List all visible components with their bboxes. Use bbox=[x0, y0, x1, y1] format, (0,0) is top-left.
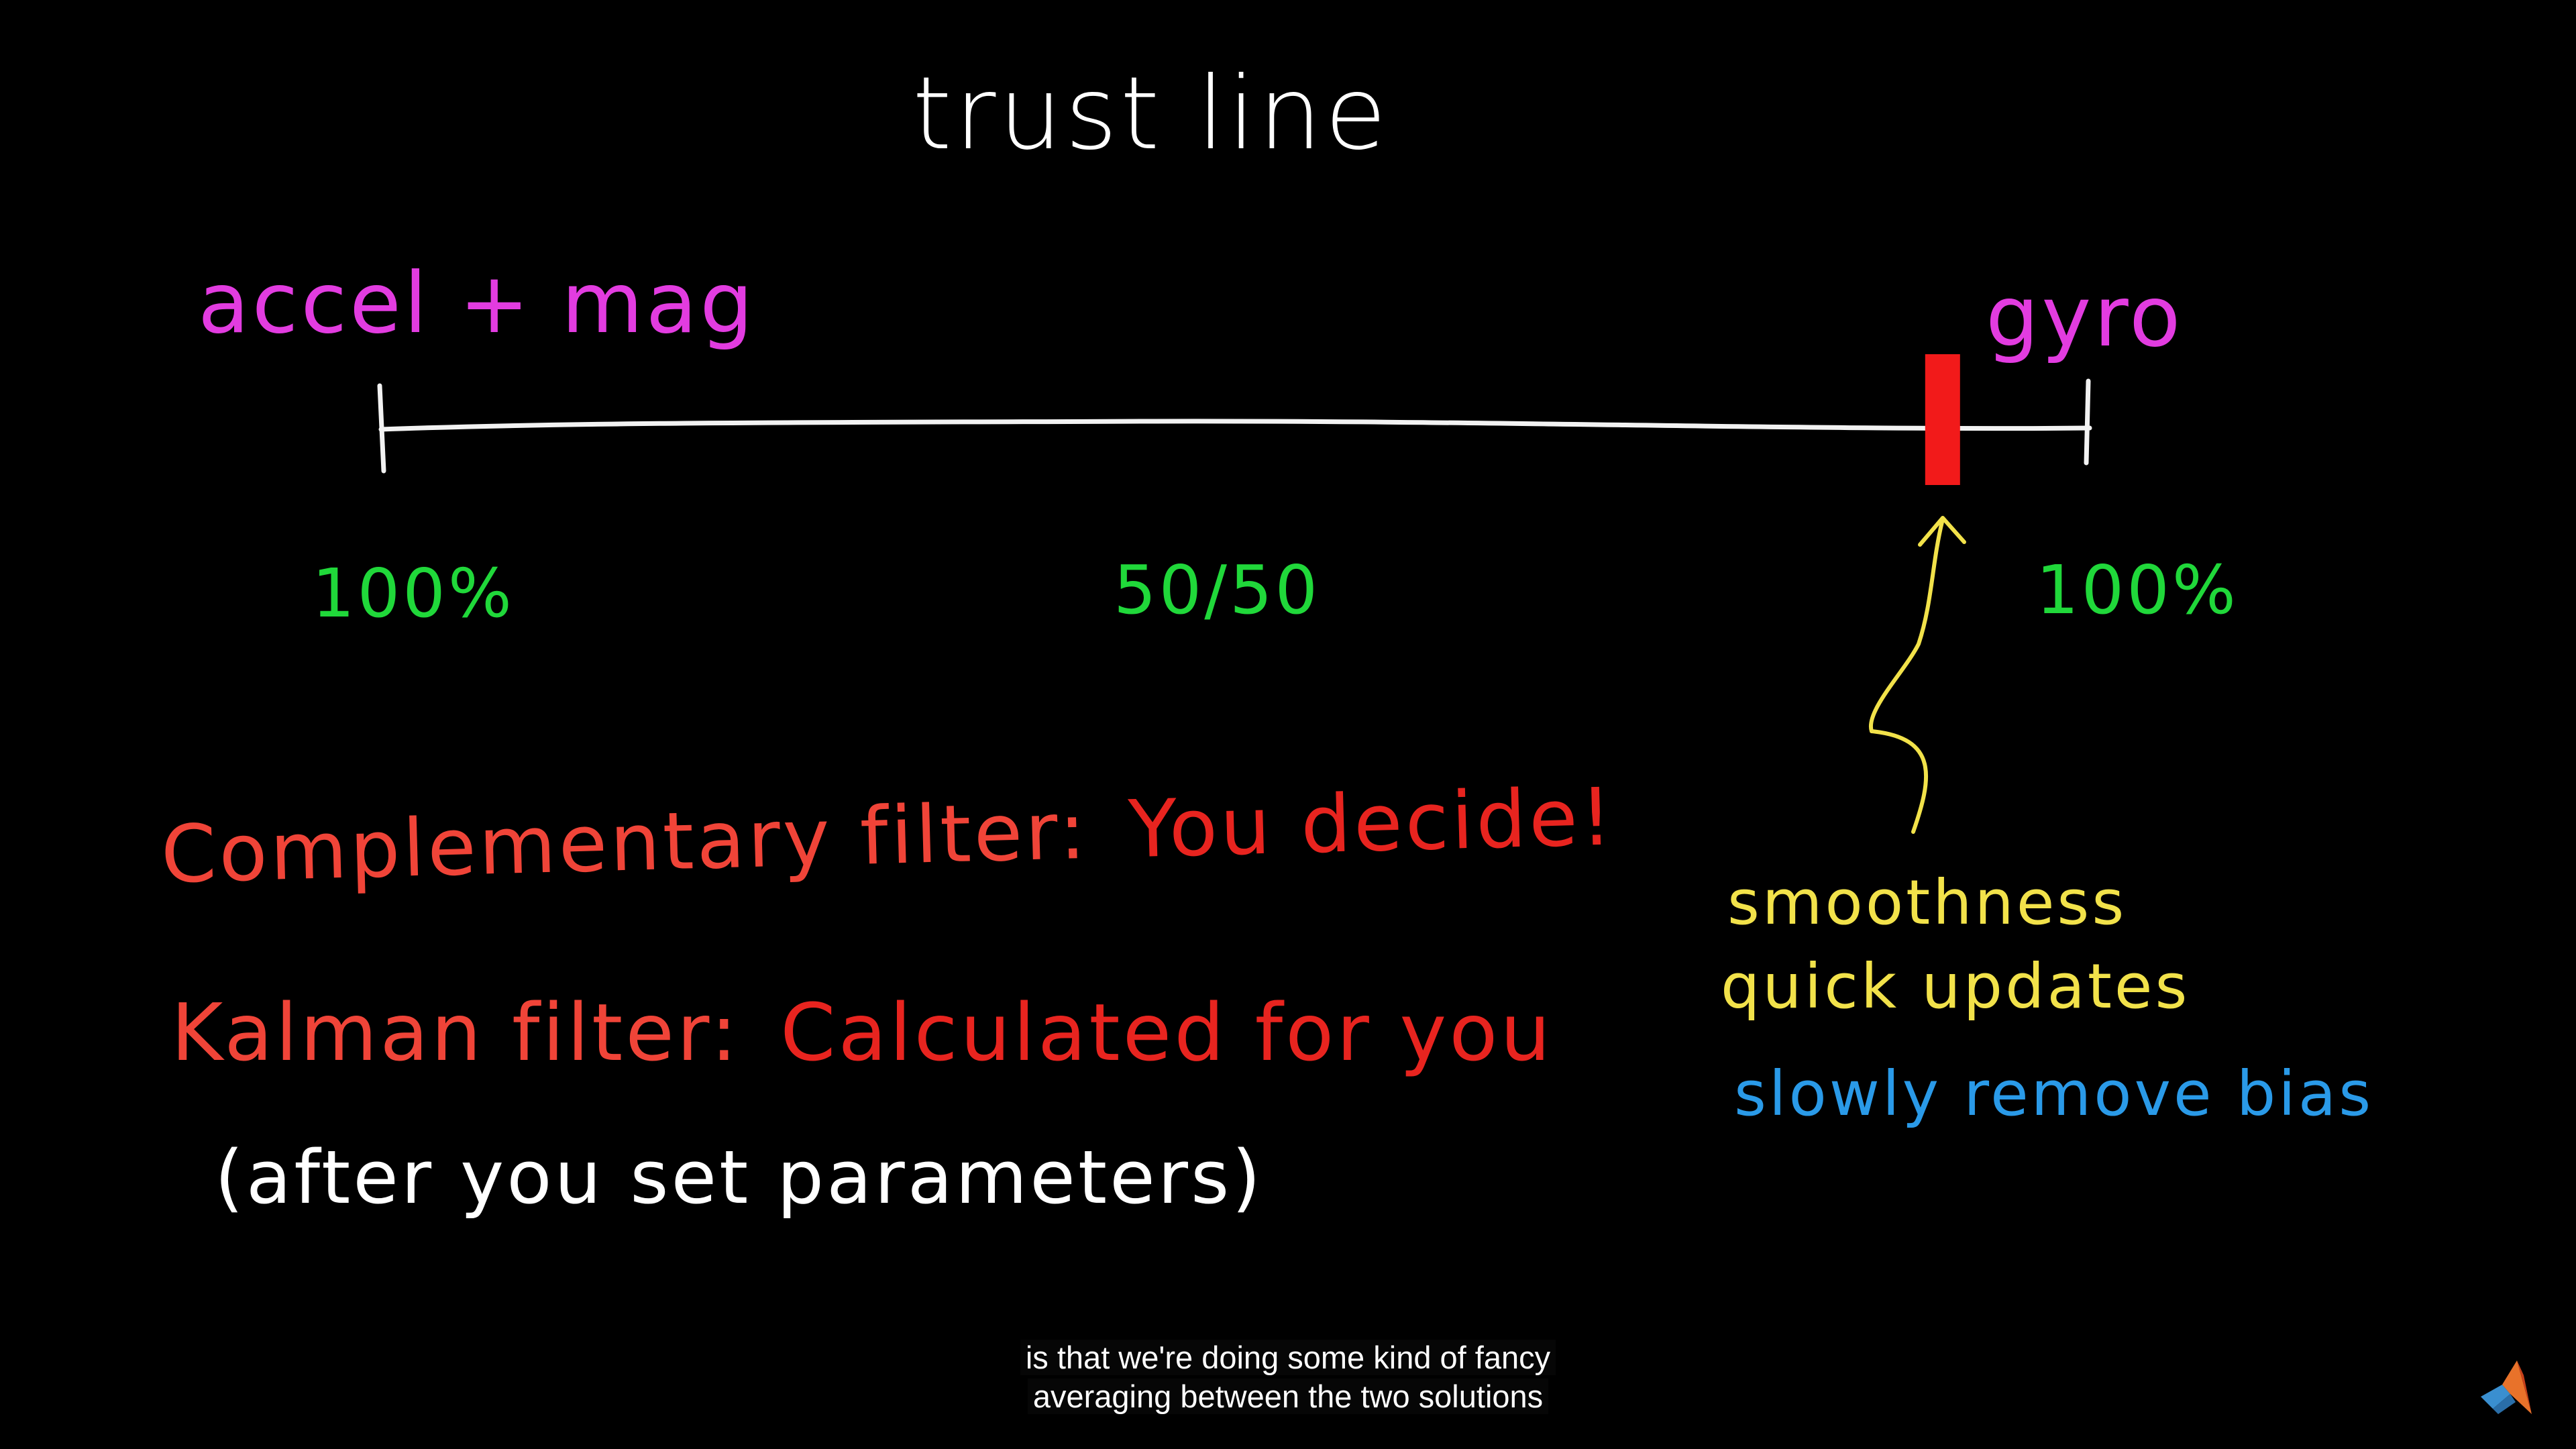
trust-marker bbox=[1925, 354, 1960, 485]
kalman-filter-key: Kalman filter: bbox=[171, 986, 741, 1079]
right-end-label: gyro bbox=[1986, 268, 2184, 366]
kalman-filter-note: (after you set parameters) bbox=[215, 1134, 1264, 1220]
tick-label-left: 100% bbox=[312, 554, 515, 633]
kalman-filter-row: Kalman filter:Calculated for you bbox=[171, 993, 1553, 1072]
left-end-label: accel + mag bbox=[198, 255, 756, 352]
pointer-arrow bbox=[1868, 520, 1944, 834]
kalman-filter-value: Calculated for you bbox=[780, 986, 1554, 1079]
matlab-logo-icon bbox=[2481, 1360, 2532, 1414]
left-end-tick bbox=[377, 383, 386, 474]
right-end-tick bbox=[2084, 378, 2091, 466]
caption-line-2: averaging between the two solutions bbox=[1027, 1379, 1549, 1414]
note-quick-updates: quick updates bbox=[1721, 951, 2190, 1022]
note-remove-bias: slowly remove bias bbox=[1734, 1058, 2374, 1130]
tick-label-right: 100% bbox=[2036, 551, 2239, 629]
caption-line-1: is that we're doing some kind of fancy bbox=[1020, 1340, 1556, 1375]
trust-line bbox=[378, 419, 2092, 432]
pointer-arrowhead-icon bbox=[1918, 516, 1966, 547]
complementary-filter-value: You decide! bbox=[1127, 770, 1616, 876]
diagram-title: trust line bbox=[912, 56, 1389, 172]
subtitle-caption: is that we're doing some kind of fancy a… bbox=[0, 1338, 2576, 1416]
note-smoothness: smoothness bbox=[1727, 867, 2127, 938]
tick-label-middle: 50/50 bbox=[1114, 551, 1321, 629]
